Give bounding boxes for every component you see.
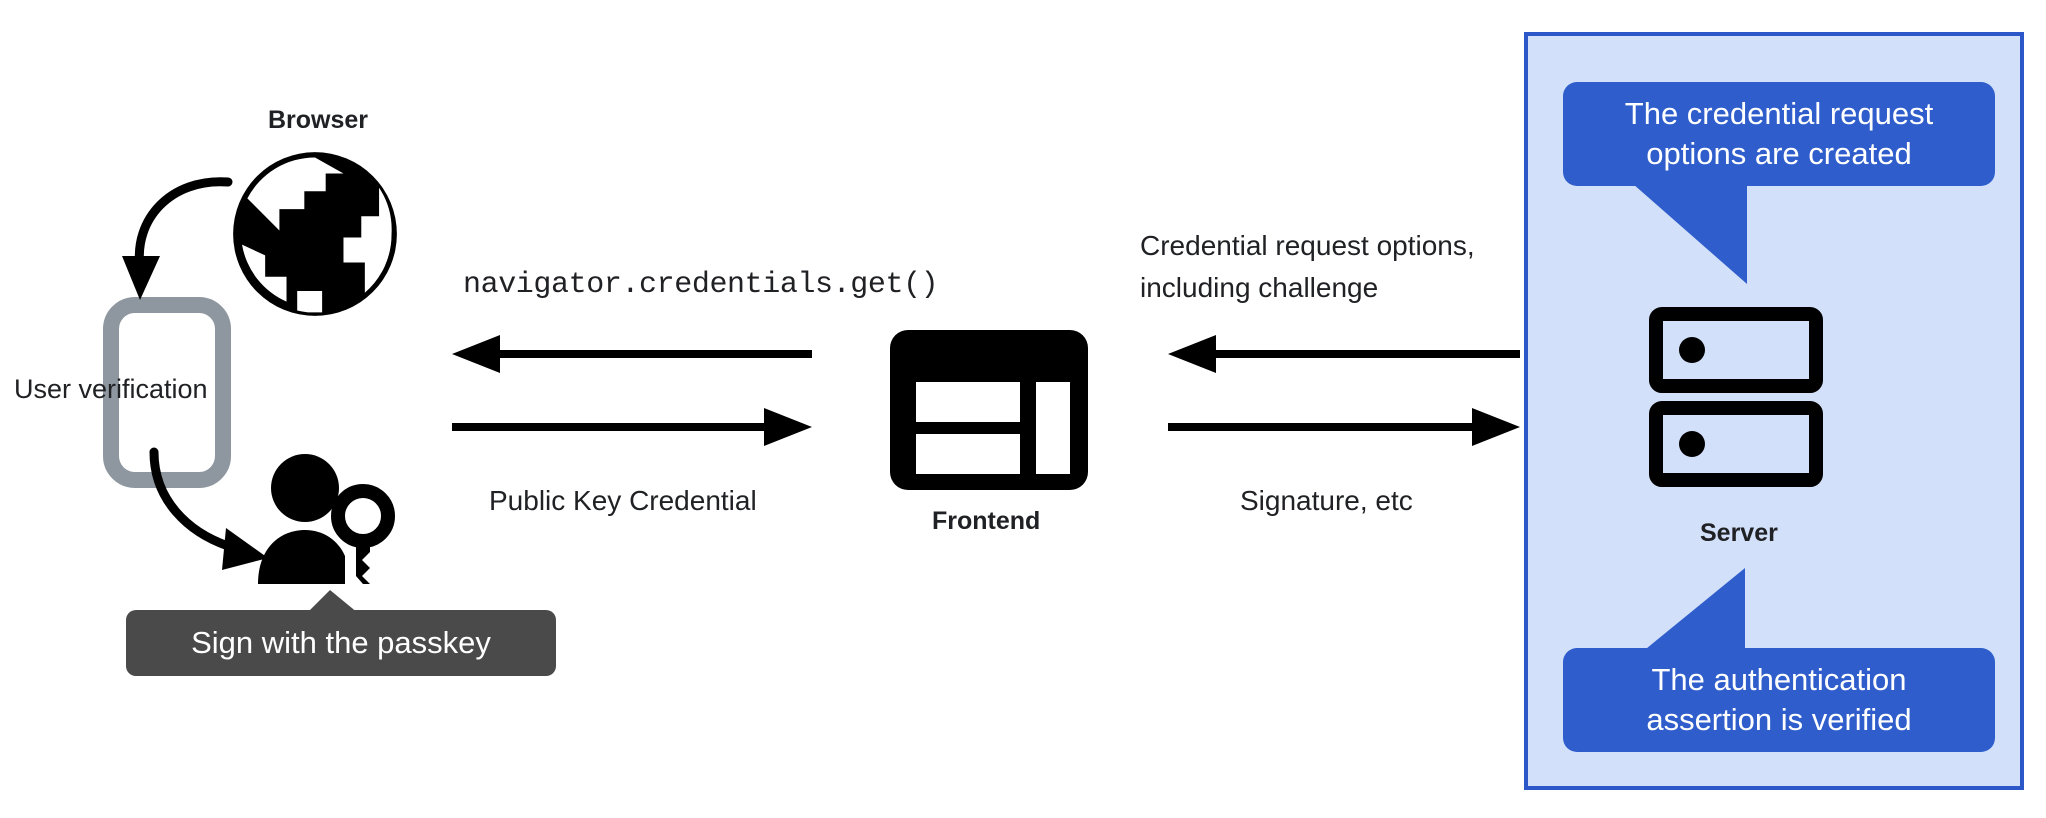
bottom-callout-line1: The authentication <box>1651 661 1907 697</box>
bottom-callout-pointer <box>1625 568 1815 668</box>
browser-label: Browser <box>268 106 369 134</box>
frontend-to-server-arrow <box>1168 408 1520 446</box>
web-layout-icon <box>890 330 1088 490</box>
credential-request-options-created-callout: The credential request options are creat… <box>1563 82 1995 186</box>
authentication-assertion-verified-callout: The authentication assertion is verified <box>1563 648 1995 752</box>
server-racks-icon <box>1649 307 1823 488</box>
sign-with-passkey-tooltip: Sign with the passkey <box>126 610 556 676</box>
public-key-credential-label: Public Key Credential <box>489 485 757 516</box>
server-label: Server <box>1700 519 1778 547</box>
user-verification-label: User verification <box>14 374 208 404</box>
browser-to-phone-arrow <box>100 170 300 350</box>
bottom-callout-line2: assertion is verified <box>1646 702 1912 737</box>
credential-request-options-label-line1: Credential request options, <box>1140 230 1475 261</box>
signature-etc-label: Signature, etc <box>1240 485 1413 516</box>
frontend-label: Frontend <box>932 507 1041 535</box>
top-callout-line2: options are created <box>1646 136 1912 171</box>
person-with-key-icon <box>258 448 398 584</box>
globe-icon <box>226 145 404 323</box>
navigator-get-label: navigator.credentials.get() <box>463 268 939 302</box>
sign-with-passkey-text: Sign with the passkey <box>191 625 491 660</box>
top-callout-pointer <box>1625 178 1805 288</box>
phone-to-user-arrow <box>106 440 326 590</box>
frontend-to-browser-arrow <box>452 335 812 373</box>
browser-to-frontend-arrow <box>452 408 812 446</box>
credential-request-options-label-line2: including challenge <box>1140 272 1379 303</box>
server-to-frontend-arrow <box>1168 335 1520 373</box>
top-callout-line1: The credential request <box>1624 95 1934 131</box>
